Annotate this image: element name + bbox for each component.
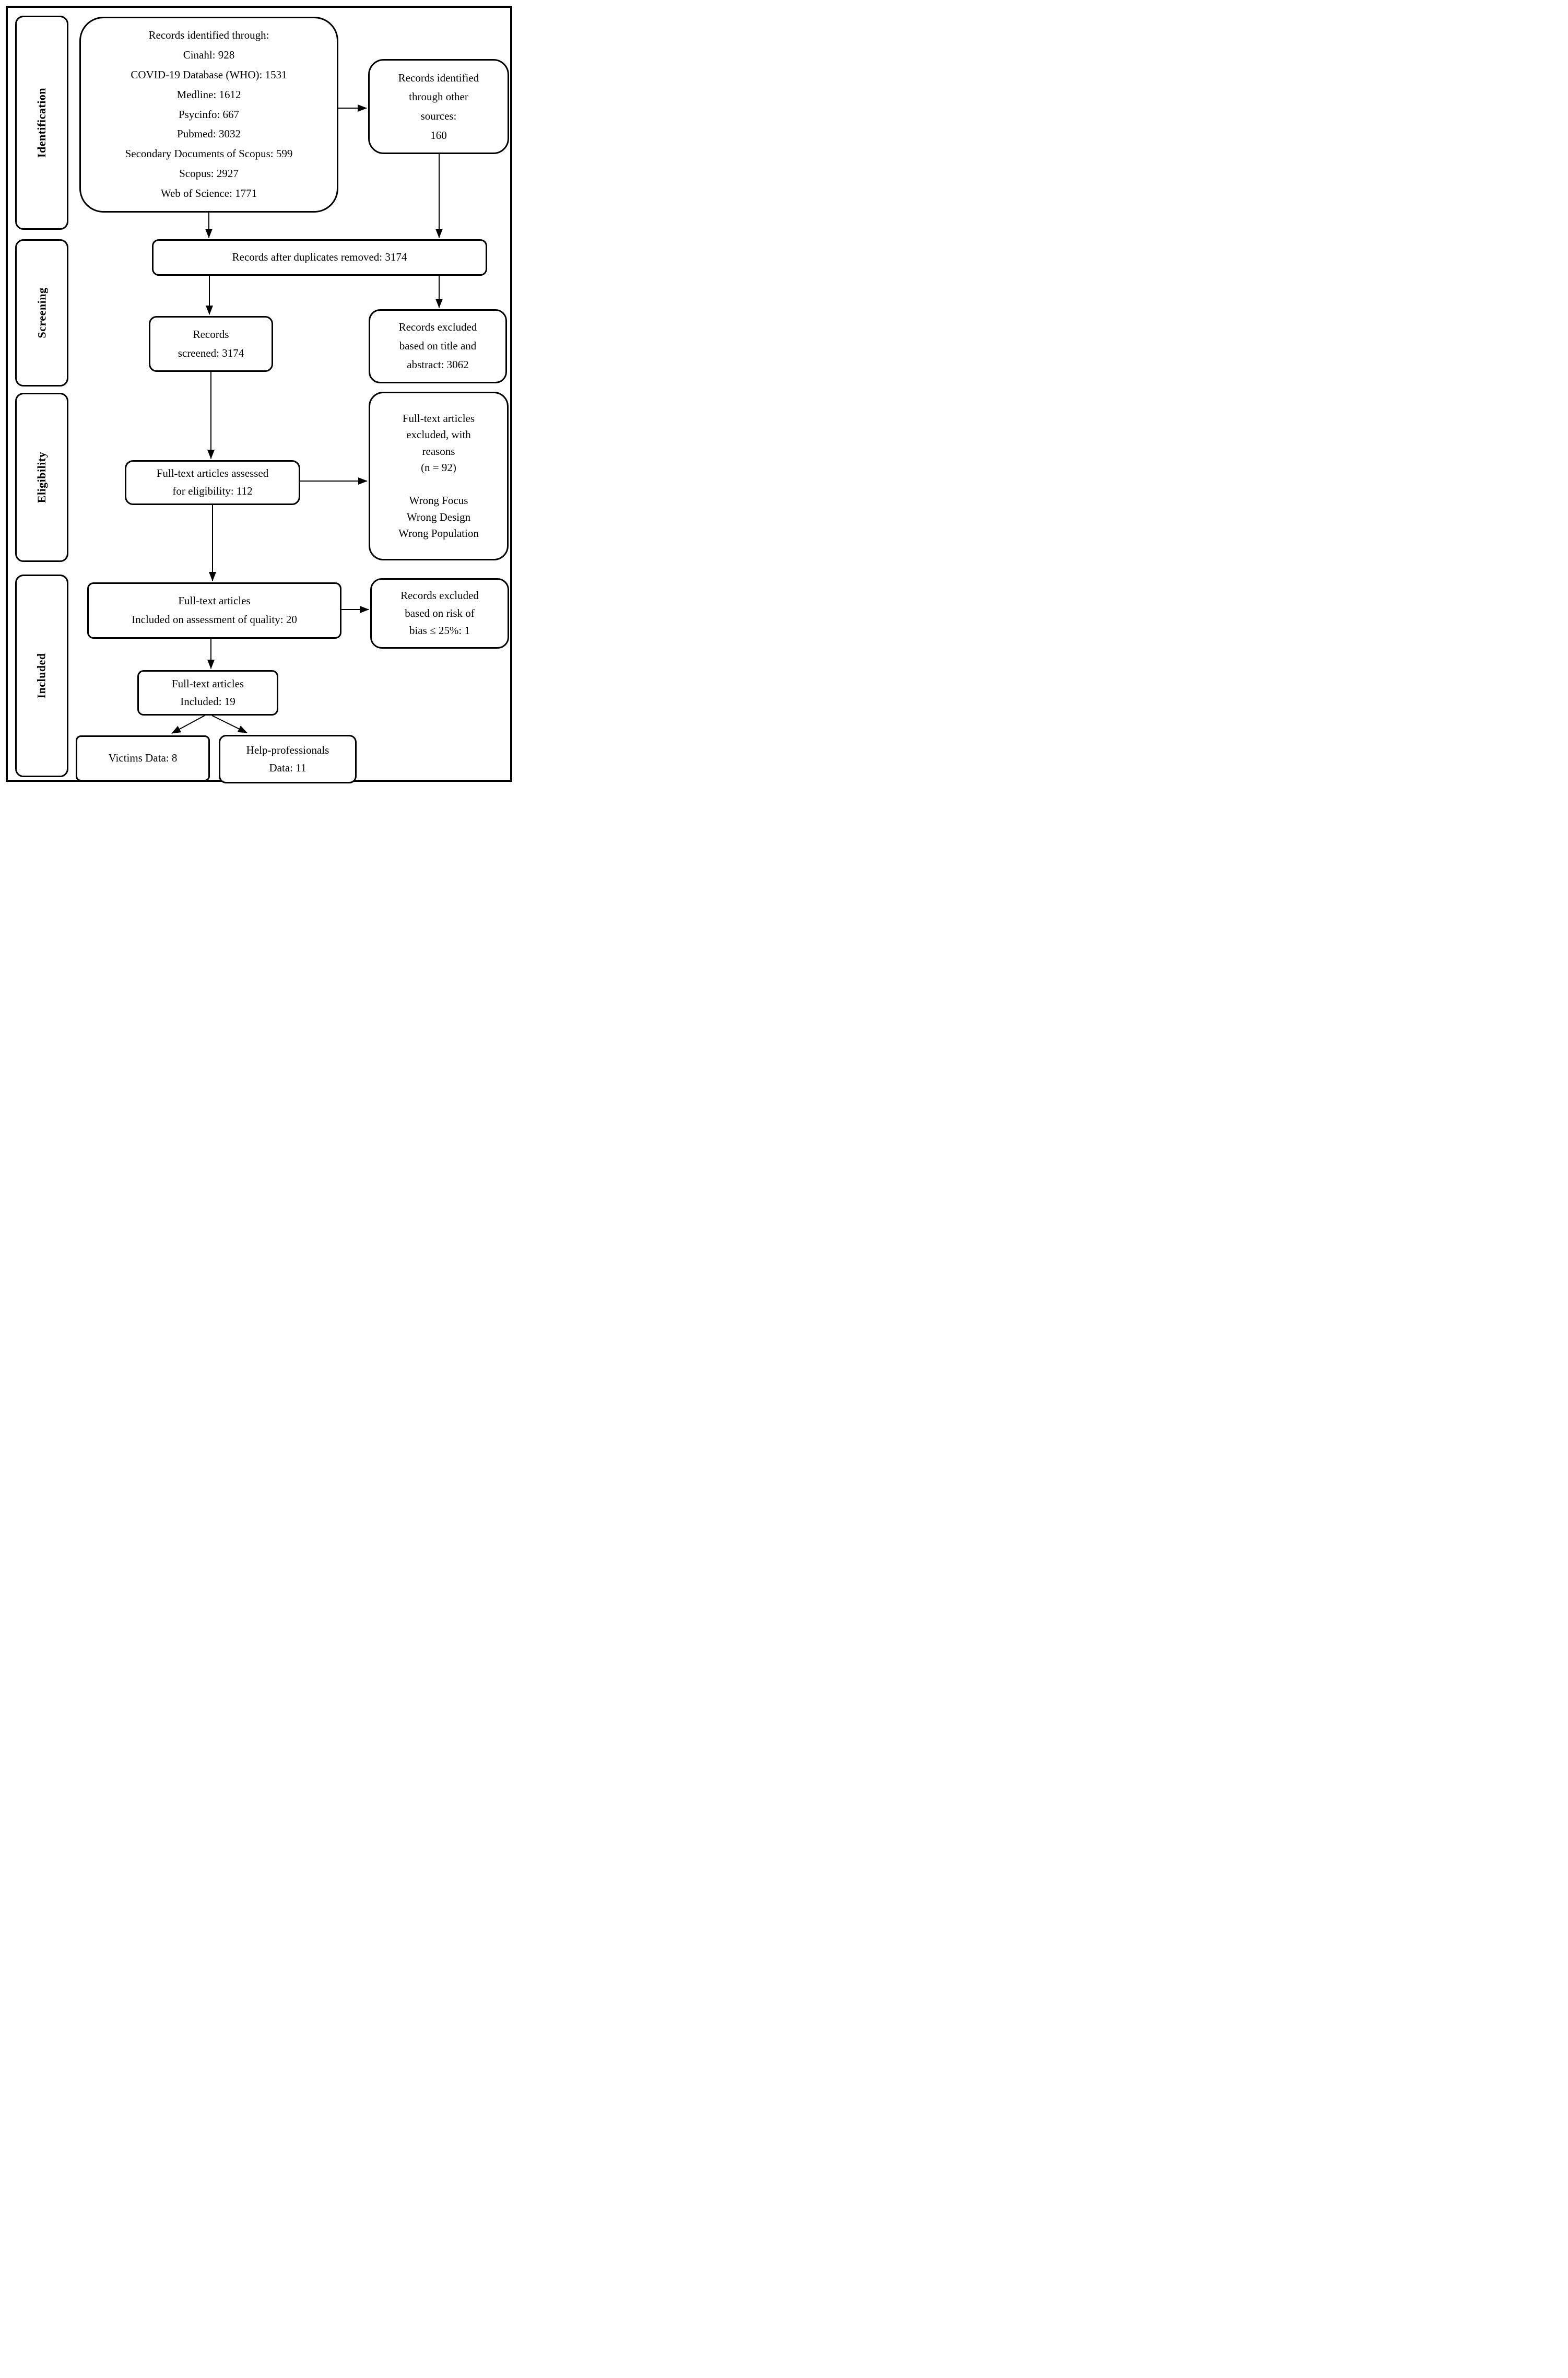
- box-included-final: Full-text articles Included: 19: [137, 670, 278, 716]
- box-victims-data: Victims Data: 8: [76, 735, 210, 781]
- box-records-screened-text: Records screened: 3174: [178, 327, 244, 359]
- box-excluded-with-reasons-text: Full-text articles excluded, with reason…: [398, 412, 479, 540]
- box-assessed-eligibility: Full-text articles assessed for eligibil…: [125, 460, 300, 505]
- box-duplicates-removed-text: Records after duplicates removed: 3174: [232, 251, 407, 264]
- box-included-on-quality: Full-text articles Included on assessmen…: [87, 582, 341, 639]
- stage-identification-label: Identification: [35, 87, 48, 158]
- box-assessed-eligibility-text: Full-text articles assessed for eligibil…: [156, 467, 269, 497]
- stage-identification: Identification: [15, 16, 68, 230]
- stage-included: Included: [15, 575, 68, 777]
- box-records-screened: Records screened: 3174: [149, 316, 273, 372]
- box-excluded-risk-of-bias-text: Records excluded based on risk of bias ≤…: [400, 589, 479, 637]
- stage-included-label: Included: [35, 653, 48, 699]
- box-help-professionals-data-text: Help-professionals Data: 11: [246, 743, 329, 774]
- box-other-sources: Records identified through other sources…: [368, 59, 509, 154]
- stage-screening: Screening: [15, 239, 68, 386]
- stage-eligibility: Eligibility: [15, 393, 68, 562]
- box-help-professionals-data: Help-professionals Data: 11: [219, 735, 357, 783]
- box-included-final-text: Full-text articles Included: 19: [171, 677, 244, 708]
- box-victims-data-text: Victims Data: 8: [108, 752, 178, 765]
- box-excluded-with-reasons: Full-text articles excluded, with reason…: [369, 392, 509, 560]
- box-duplicates-removed: Records after duplicates removed: 3174: [152, 239, 487, 276]
- box-records-identified-text: Records identified through: Cinahl: 928 …: [125, 29, 293, 200]
- stage-eligibility-label: Eligibility: [35, 451, 49, 503]
- prisma-flow-diagram: Identification Screening Eligibility Inc…: [0, 0, 523, 793]
- box-included-on-quality-text: Full-text articles Included on assessmen…: [132, 594, 297, 626]
- box-excluded-risk-of-bias: Records excluded based on risk of bias ≤…: [370, 578, 509, 649]
- stage-screening-label: Screening: [35, 287, 49, 338]
- box-excluded-title-abstract-text: Records excluded based on title and abst…: [398, 321, 477, 371]
- box-other-sources-text: Records identified through other sources…: [398, 71, 479, 142]
- box-excluded-title-abstract: Records excluded based on title and abst…: [369, 309, 507, 383]
- box-records-identified: Records identified through: Cinahl: 928 …: [79, 17, 338, 213]
